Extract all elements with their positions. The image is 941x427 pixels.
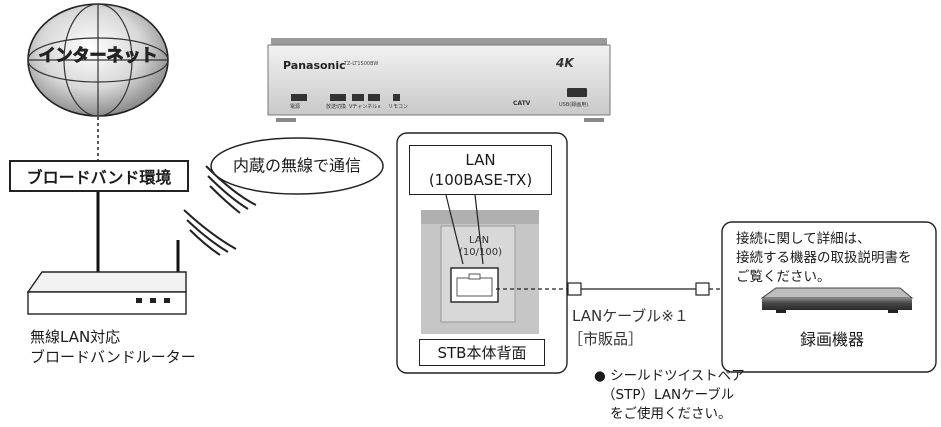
lan-port-label-line2: (10/100) [459, 247, 502, 258]
recorder-note: 接続に関して詳細は、 接続する機器の取扱説明書を ご覧ください。 [736, 230, 912, 287]
stb-model-label: TZ-LT1500BW [344, 61, 379, 67]
footnote-line2: （STP）LANケーブル [602, 387, 735, 403]
router-icon [26, 240, 187, 315]
stb-usb-label: USB(録画用) [559, 102, 589, 108]
internet-label: インターネット [38, 46, 158, 67]
lan-cable-label: LANケーブル※１ [572, 307, 689, 325]
lan-port-label: LAN (10/100) [459, 235, 502, 259]
stb-front-panel [267, 38, 611, 122]
stb-power-button-label: 電源 [290, 104, 301, 110]
broadband-env-box: ブロードバンド環境 [9, 160, 189, 192]
recorder-icon [760, 287, 914, 313]
recorder-label: 録画機器 [800, 330, 865, 349]
wireless-bubble-shape [210, 137, 384, 195]
router-caption-line2: ブロードバンドルーター [30, 348, 196, 366]
router-caption-line1: 無線LAN対応 [30, 328, 121, 346]
lan-cable-retail-label: ［市販品］ [568, 330, 644, 348]
wireless-bubble-label: 内蔵の無線で通信 [232, 156, 361, 175]
footnote-bullet: ● [594, 368, 606, 384]
recorder-note-line3: ご覧ください。 [736, 269, 831, 285]
footnote: ● シールドツイストペア （STP）LANケーブル をご使用ください。 [594, 367, 745, 424]
stb-channel-button-label: Vチャンネル∧ [349, 104, 381, 110]
lan-port-label-line1: LAN [468, 235, 490, 246]
globe-icon [27, 3, 169, 117]
footnote-line3: をご使用ください。 [610, 406, 732, 422]
lan-spec-callout: LAN (100BASE-TX) [409, 145, 552, 195]
recorder-note-line1: 接続に関して詳細は、 [736, 231, 871, 247]
lan-spec-line1: LAN [465, 151, 496, 169]
lan-spec-line2: (100BASE-TX) [428, 171, 533, 189]
stb-brand-logo: Panasonic [283, 59, 346, 72]
stb-back-caption: STB本体背面 [419, 339, 545, 366]
stb-remote-label: リモコン [388, 104, 409, 110]
lan-port-icon [450, 267, 499, 303]
wifi-waves-icon [183, 165, 257, 256]
recorder-note-line2: 接続する機器の取扱説明書を [736, 250, 912, 266]
footnote-line1: シールドツイストペア [610, 368, 745, 384]
lan-cable-line [496, 282, 724, 296]
stb-catv-logo: CATV [513, 100, 531, 107]
stb-input-button-label: 放送切換 [326, 104, 347, 110]
stb-4k-badge: 4K [556, 56, 574, 70]
